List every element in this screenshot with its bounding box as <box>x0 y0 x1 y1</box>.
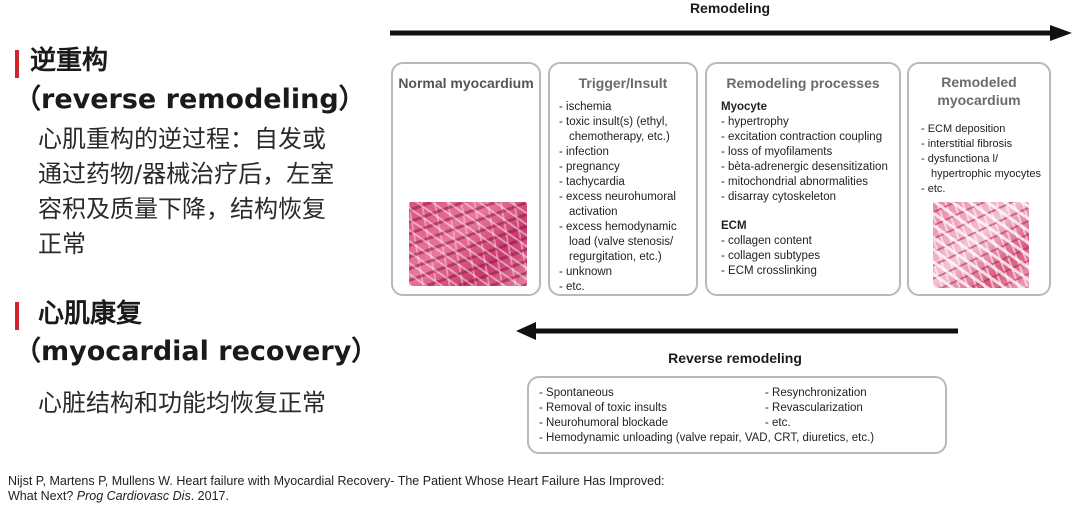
section1-description-line: 容积及质量下降，结构恢复 <box>38 195 326 223</box>
reverse-right-list: - Resynchronization - Revascularization … <box>765 386 935 431</box>
accent-bar-1 <box>15 50 19 78</box>
trigger-insult-box: Trigger/Insult - ischemia - toxic insult… <box>548 62 698 296</box>
list-item: - bèta-adrenergic desensitization <box>721 161 888 173</box>
remodeling-label: Remodeling <box>689 0 771 16</box>
section1-description-line: 通过药物/器械治疗后，左室 <box>38 160 335 188</box>
list-item: - Neurohumoral blockade <box>539 417 669 429</box>
myocyte-heading: Myocyte <box>721 101 768 113</box>
section1-subtitle: （reverse remodeling） <box>14 84 366 115</box>
list-item: - tachycardia <box>559 176 625 188</box>
ecm-heading: ECM <box>721 220 747 232</box>
citation-line2: What Next? Prog Cardiovasc Dis. 2017. <box>8 489 908 504</box>
list-item: - excitation contraction coupling <box>721 131 883 143</box>
remodeling-arrow <box>390 25 1072 41</box>
section1-description-line: 正常 <box>38 230 86 258</box>
list-item: - etc. <box>559 281 585 293</box>
list-item: - pregnancy <box>559 161 620 173</box>
reverse-left-list: - Spontaneous - Removal of toxic insults… <box>539 386 939 446</box>
remodeled-tissue-image <box>933 202 1029 288</box>
normal-tissue-image <box>409 202 527 286</box>
citation: Nijst P, Martens P, Mullens W. Heart fai… <box>8 474 908 504</box>
accent-bar-2 <box>15 302 19 330</box>
citation-line1: Nijst P, Martens P, Mullens W. Heart fai… <box>8 474 665 488</box>
citation-year: . 2017. <box>190 489 229 503</box>
list-item: - ischemia <box>559 101 612 113</box>
box-title: Trigger/Insult <box>578 75 668 91</box>
list-item: - collagen subtypes <box>721 250 821 262</box>
normal-myocardium-box: Normal myocardium <box>391 62 541 296</box>
list-item: - ECM crosslinking <box>721 265 817 277</box>
reverse-remodeling-arrow <box>516 322 958 340</box>
list-item: - hypertrophy <box>721 116 789 128</box>
citation-text: What Next? <box>8 489 77 503</box>
section1-description-line: 心肌重构的逆过程：自发或 <box>38 125 326 153</box>
list-item: - excess neurohumoral activation <box>559 191 676 218</box>
list-item: - toxic insult(s) (ethyl, chemotherapy, … <box>559 116 670 143</box>
remodeled-myocardium-box: Remodeled myocardium - ECM deposition - … <box>907 62 1051 296</box>
list-item: - disarray cytoskeleton <box>721 191 837 203</box>
list-item: - unknown <box>559 266 613 278</box>
list-item: - Spontaneous <box>539 387 614 399</box>
remodeled-list: - ECM deposition - interstitial fibrosis… <box>921 122 1051 197</box>
list-item: - infection <box>559 146 609 158</box>
myocyte-list: - hypertrophy - excitation contraction c… <box>721 115 899 205</box>
list-item: - collagen content <box>721 235 812 247</box>
list-item: - dysfunctiona l/ hypertrophic myocytes <box>921 153 1042 180</box>
list-item: - mitochondrial abnormalities <box>721 176 869 188</box>
trigger-list: - ischemia - toxic insult(s) (ethyl, che… <box>559 100 693 295</box>
section2-description: 心脏结构和功能均恢复正常 <box>38 389 326 417</box>
list-item: - loss of myofilaments <box>721 146 833 158</box>
list-item: - etc. <box>765 417 791 429</box>
list-item: - Revascularization <box>765 402 863 414</box>
box-title: Normal myocardium <box>398 75 534 91</box>
list-item: - Removal of toxic insults <box>539 402 667 414</box>
box-title: Remodeling processes <box>726 75 880 91</box>
ecm-list: - collagen content - collagen subtypes -… <box>721 234 899 279</box>
reverse-remodeling-box: - Spontaneous - Removal of toxic insults… <box>527 376 947 454</box>
list-item: - ECM deposition <box>921 123 1006 135</box>
list-item: - Hemodynamic unloading (valve repair, V… <box>539 432 875 444</box>
box-title: Remodeled myocardium <box>937 74 1021 108</box>
list-item: - interstitial fibrosis <box>921 138 1013 150</box>
list-item: - etc. <box>921 183 946 195</box>
section2-subtitle: （myocardial recovery） <box>14 336 379 367</box>
section2-title: 心肌康复 <box>38 299 143 329</box>
section1-description: 心肌重构的逆过程：自发或 通过药物/器械治疗后，左室 容积及质量下降，结构恢复 … <box>38 122 388 262</box>
reverse-remodeling-label: Reverse remodeling <box>668 350 802 366</box>
remodeling-processes-box: Remodeling processes Myocyte - hypertrop… <box>705 62 901 296</box>
section1-title: 逆重构 <box>30 46 109 76</box>
citation-journal: Prog Cardiovasc Dis <box>76 489 191 503</box>
list-item: - Resynchronization <box>765 387 867 399</box>
processes-content: Myocyte - hypertrophy - excitation contr… <box>721 100 899 279</box>
list-item: - excess hemodynamic load (valve stenosi… <box>559 221 677 263</box>
